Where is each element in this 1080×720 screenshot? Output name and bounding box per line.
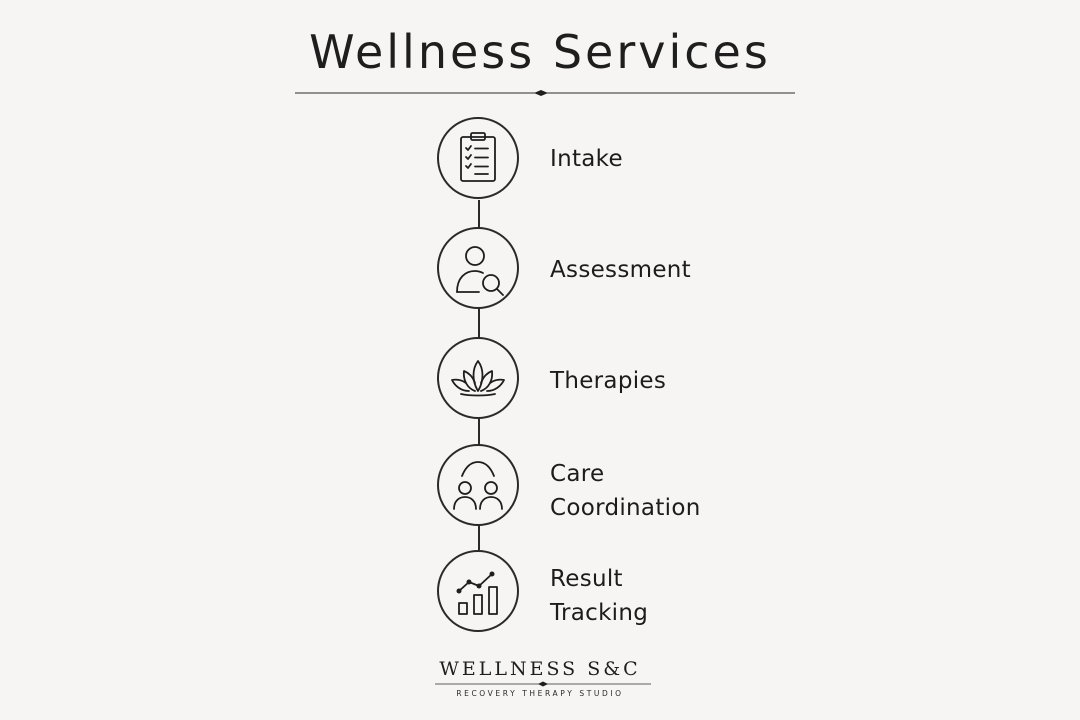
step-intake-label: Intake bbox=[550, 146, 623, 172]
step-care-coordination-label: Care Coordination bbox=[550, 461, 701, 521]
step-result-tracking-label: Result Tracking bbox=[550, 566, 649, 626]
clipboard-checklist-icon bbox=[460, 132, 496, 182]
page-title: Wellness Services bbox=[309, 25, 771, 79]
step-result-tracking-circle bbox=[437, 550, 519, 632]
step-therapies-label: Therapies bbox=[550, 368, 667, 394]
step-intake-circle bbox=[437, 117, 519, 199]
brand-logo-name: WELLNESS S&C bbox=[439, 658, 641, 680]
step-assessment-circle bbox=[437, 227, 519, 309]
step-therapies-circle bbox=[437, 337, 519, 419]
title-divider bbox=[295, 90, 795, 96]
two-people-arc-icon bbox=[453, 461, 503, 510]
lotus-icon bbox=[451, 360, 505, 397]
brand-divider bbox=[435, 681, 651, 687]
step-care-coordination-circle bbox=[437, 444, 519, 526]
brand-tagline: RECOVERY THERAPY STUDIO bbox=[456, 689, 624, 698]
step-assessment-label: Assessment bbox=[550, 257, 691, 283]
person-magnifier-icon bbox=[456, 246, 504, 296]
bar-chart-trend-icon bbox=[456, 571, 498, 615]
